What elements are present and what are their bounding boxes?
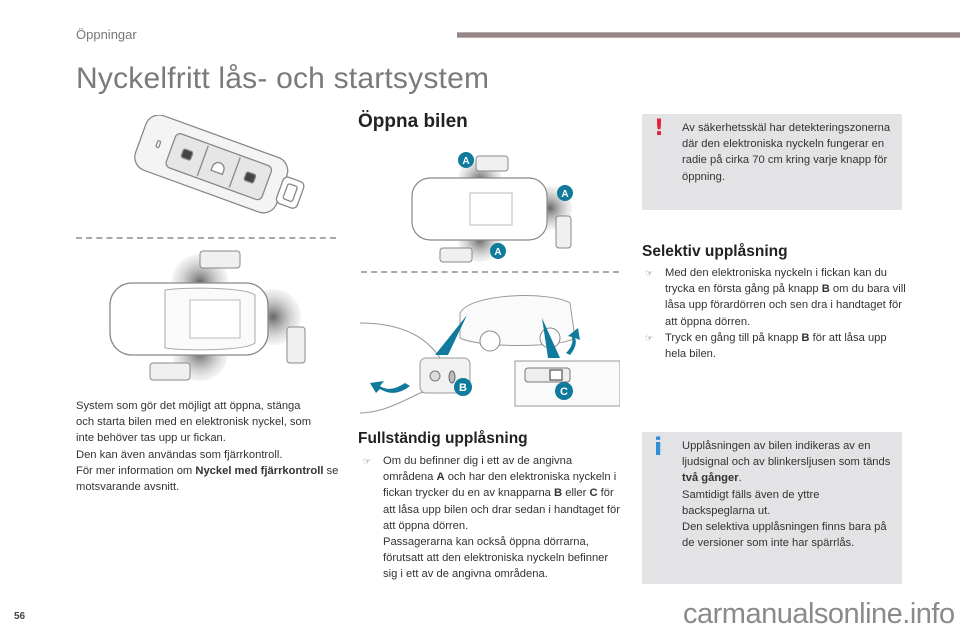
info-icon: i: [654, 433, 663, 461]
info-text: Upplåsningen av bilen indikeras av en lj…: [682, 440, 891, 550]
pointing-hand-icon: ☞: [645, 332, 654, 343]
intro-line: System som gör det möjligt att öppna, st…: [76, 400, 301, 412]
svg-text:A: A: [494, 247, 501, 258]
intro-line: och starta bilen med en elektronisk nyck…: [76, 416, 312, 429]
heading-selective-unlock: Selektiv upplåsning: [642, 243, 788, 260]
divider-left: [76, 237, 336, 239]
intro-line: Den kan även användas som fjärrkontroll.: [76, 448, 283, 461]
list-item: ☞Med den elektroniska nyckeln i fickan k…: [645, 267, 906, 328]
header-bar: [457, 32, 960, 38]
list-item: ☞Om du befinner dig i ett av de angivna …: [363, 455, 620, 581]
section-label: Öppningar: [76, 27, 137, 42]
svg-text:C: C: [560, 386, 568, 398]
door-handle-buttons-illustration: B C: [360, 295, 620, 414]
warning-text: Av säkerhetsskäl har detekteringszonerna…: [682, 122, 891, 183]
info-box: i Upplåsningen av bilen indikeras av en …: [642, 432, 902, 584]
page-title: Nyckelfritt lås- och startsystem: [76, 62, 490, 95]
exclamation-icon: !: [654, 116, 665, 141]
watermark: carmanualsonline.info: [683, 598, 955, 630]
svg-text:A: A: [462, 156, 469, 167]
warning-box: ! Av säkerhetsskäl har detekteringszoner…: [642, 114, 902, 210]
full-unlock-list: ☞Om du befinner dig i ett av de angivna …: [363, 453, 625, 583]
pointing-hand-icon: ☞: [645, 268, 654, 278]
divider-middle: [361, 271, 619, 273]
page-number: 56: [14, 611, 26, 622]
heading-open-car: Öppna bilen: [358, 111, 468, 132]
intro-paragraph: System som gör det möjligt att öppna, st…: [76, 398, 341, 495]
reference-line: För mer information om Nyckel med fjärrk…: [76, 464, 339, 494]
heading-full-unlock: Fullständig upplåsning: [358, 430, 528, 447]
svg-text:A: A: [561, 189, 568, 200]
intro-line: inte behöver tas upp ur fickan.: [76, 432, 226, 445]
selective-unlock-list: ☞Med den elektroniska nyckeln i fickan k…: [645, 265, 907, 362]
car-detection-zones-illustration: [109, 250, 306, 381]
key-fob-illustration: [134, 115, 305, 214]
svg-text:B: B: [459, 382, 467, 394]
car-zone-a-illustration: A A A: [411, 152, 573, 263]
pointing-hand-icon: ☞: [363, 456, 372, 466]
reference-link: Nyckel med fjärrkontroll: [195, 464, 324, 477]
list-item: ☞Tryck en gång till på knapp B för att l…: [645, 331, 887, 361]
